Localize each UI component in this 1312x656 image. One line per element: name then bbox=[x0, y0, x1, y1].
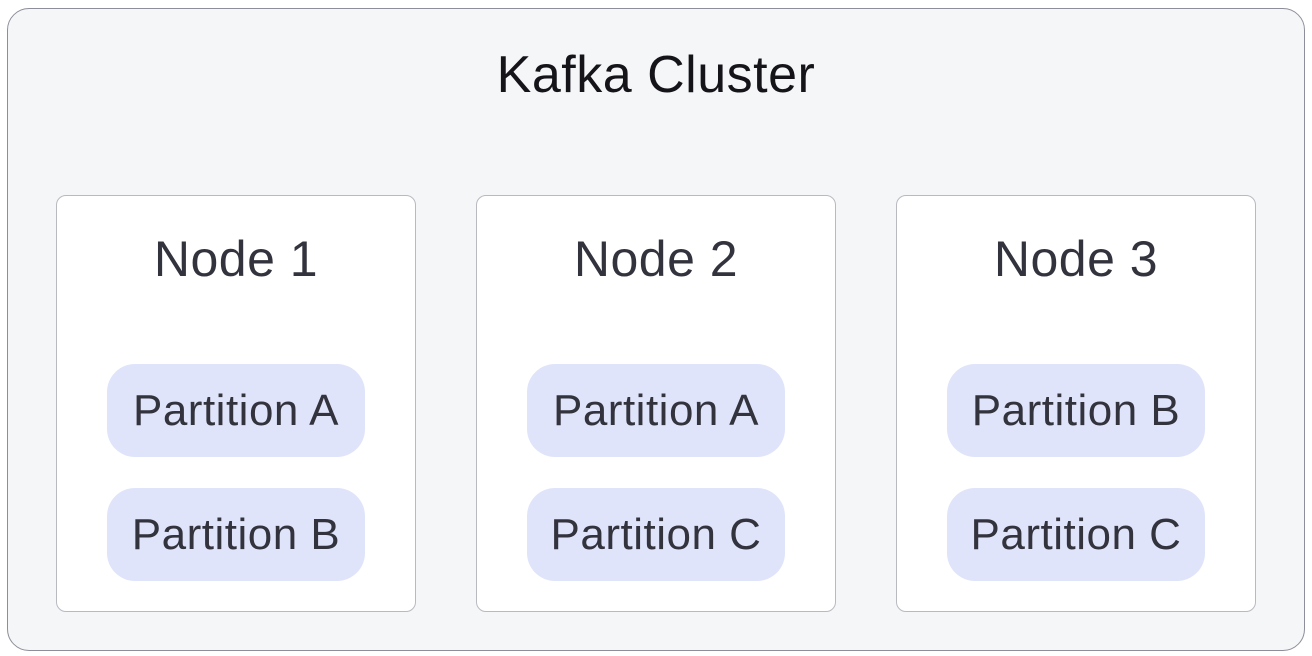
node-title: Node 1 bbox=[153, 231, 319, 287]
partition-pill: Partition C bbox=[527, 488, 785, 581]
partition-list: Partition A Partition B bbox=[107, 364, 365, 581]
partition-pill: Partition A bbox=[527, 364, 785, 457]
cluster-title: Kafka Cluster bbox=[496, 46, 816, 104]
partition-list: Partition B Partition C bbox=[947, 364, 1205, 581]
kafka-cluster-container: Kafka Cluster Node 1 Partition A Partiti… bbox=[7, 8, 1305, 651]
node-title: Node 3 bbox=[993, 231, 1159, 287]
node-card-3: Node 3 Partition B Partition C bbox=[896, 195, 1256, 612]
partition-pill: Partition B bbox=[107, 488, 365, 581]
node-card-2: Node 2 Partition A Partition C bbox=[476, 195, 836, 612]
node-card-1: Node 1 Partition A Partition B bbox=[56, 195, 416, 612]
partition-pill: Partition A bbox=[107, 364, 365, 457]
partition-list: Partition A Partition C bbox=[527, 364, 785, 581]
node-row: Node 1 Partition A Partition B Node 2 Pa… bbox=[8, 195, 1304, 612]
partition-pill: Partition B bbox=[947, 364, 1205, 457]
node-title: Node 2 bbox=[573, 231, 739, 287]
partition-pill: Partition C bbox=[947, 488, 1205, 581]
